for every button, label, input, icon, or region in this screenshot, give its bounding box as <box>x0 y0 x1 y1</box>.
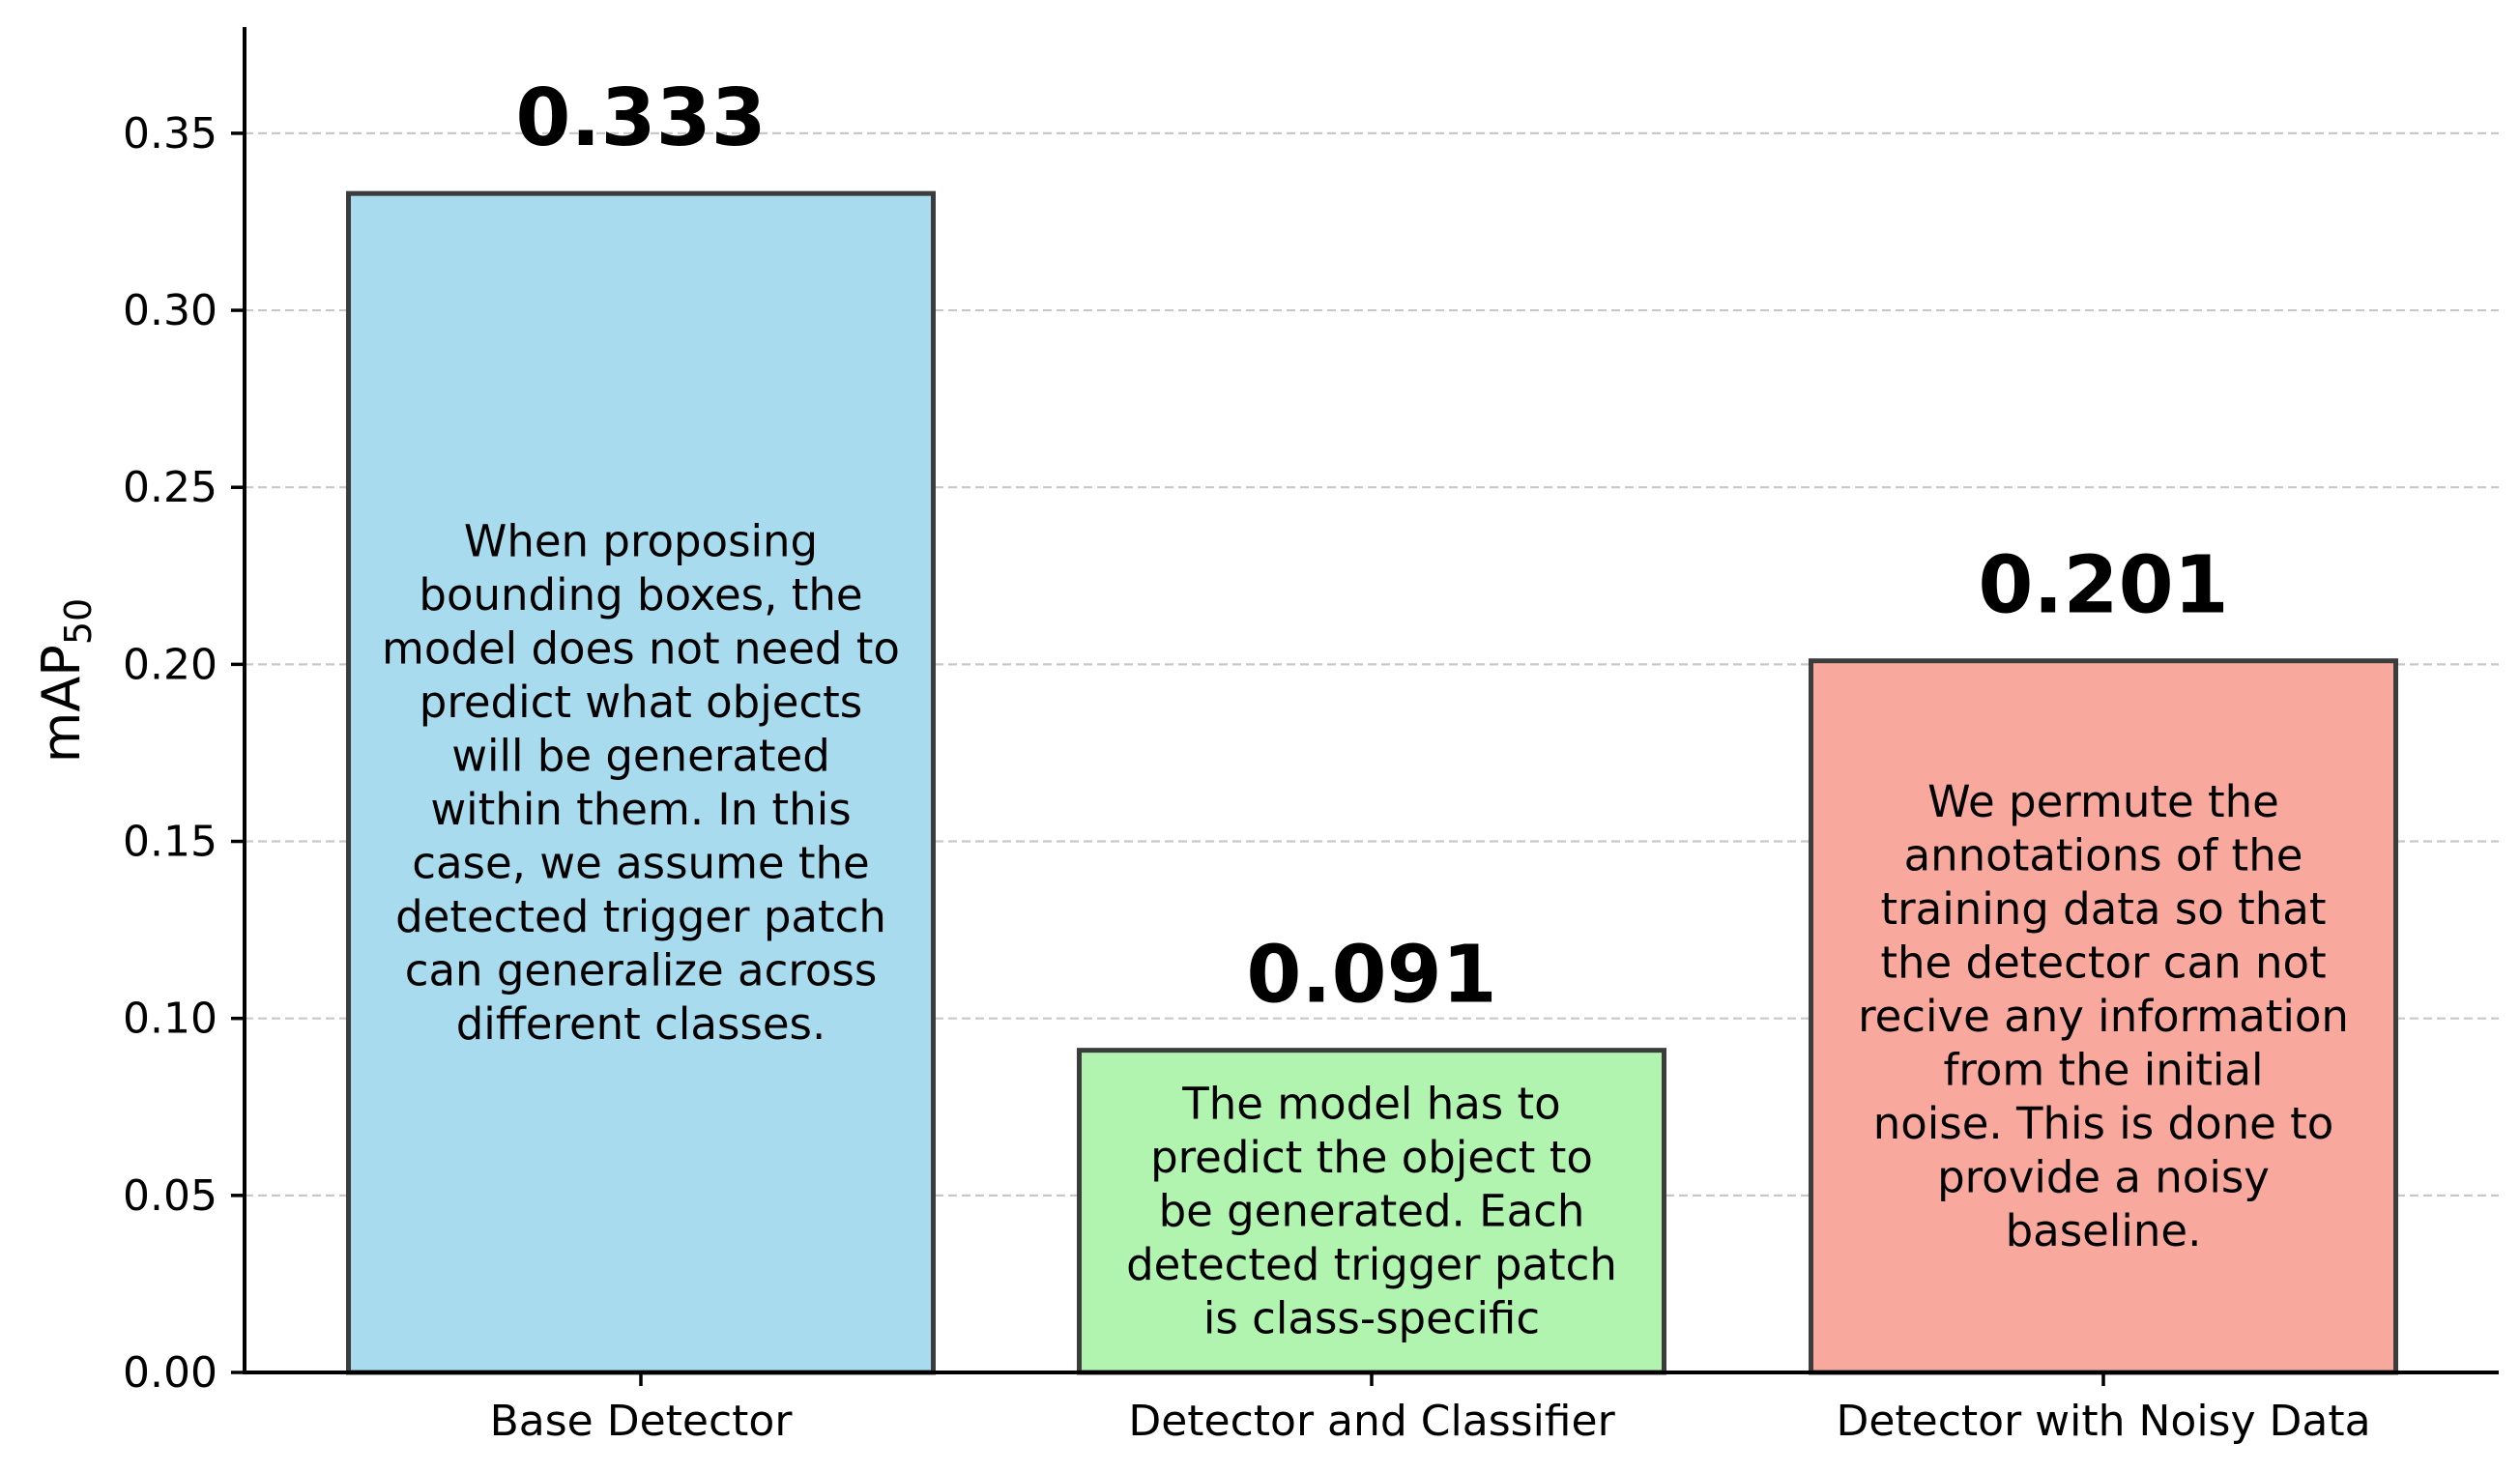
y-tick-label: 0.05 <box>123 1171 217 1221</box>
annotation-line: be generated. Each <box>1159 1185 1585 1236</box>
annotation-line: detected trigger patch <box>395 891 886 942</box>
y-tick-label: 0.25 <box>123 463 217 512</box>
y-axis-label-subscript: 50 <box>57 598 100 645</box>
bar-1 <box>346 190 936 1375</box>
value-label: 0.091 <box>1246 930 1496 1022</box>
annotation-line: predict what objects <box>420 677 862 728</box>
x-tick-label: Base Detector <box>490 1397 794 1446</box>
value-label: 0.201 <box>1978 540 2228 632</box>
x-ticks: Base Detector Detector and Classifier Dete… <box>490 1372 2371 1446</box>
annotation-line: The model has to <box>1181 1078 1560 1129</box>
y-ticks: 0.00 0.05 0.10 0.15 0.20 0.25 0.30 0.35 <box>123 109 245 1398</box>
y-tick-label: 0.20 <box>123 640 217 689</box>
annotation-line: will be generated <box>451 730 830 781</box>
annotation-line: When proposing <box>464 515 818 566</box>
annotation-line: predict the object to <box>1150 1132 1593 1183</box>
value-labels: 0.333 0.091 0.201 <box>515 72 2228 1021</box>
y-tick-label: 0.35 <box>123 109 217 159</box>
annotation-line: model does not need to <box>382 622 900 674</box>
annotation-line: from the initial <box>1944 1044 2264 1095</box>
annotation-line: within them. In this <box>430 784 851 835</box>
annotation-line: case, we assume the <box>412 837 870 888</box>
annotation-line: noise. This is done to <box>1873 1098 2334 1149</box>
annotation-line: bounding boxes, the <box>419 569 862 621</box>
annotation-line: We permute the <box>1927 776 2279 827</box>
y-tick-label: 0.00 <box>123 1348 217 1398</box>
x-tick-label: Detector and Classifier <box>1128 1397 1615 1446</box>
value-label: 0.333 <box>515 72 766 164</box>
annotation-line: baseline. <box>2006 1205 2202 1256</box>
bar-2 <box>1077 1048 1666 1375</box>
annotation-line: training data so that <box>1881 883 2327 935</box>
annotation-line: provide a noisy <box>1937 1151 2270 1202</box>
y-tick-label: 0.30 <box>123 286 217 335</box>
annotation-line: is class-specific <box>1203 1292 1540 1343</box>
annotation-line: recive any information <box>1858 991 2349 1042</box>
y-tick-label: 0.10 <box>123 995 217 1044</box>
y-axis-label-main: mAP <box>31 645 92 763</box>
annotation-line: annotations of the <box>1904 829 2303 880</box>
bar-3 <box>1809 658 2398 1375</box>
y-axis-label: mAP50 <box>31 598 100 763</box>
y-tick-label: 0.15 <box>123 818 217 867</box>
annotation-line: can generalize across <box>405 944 878 996</box>
annotation-line: detected trigger patch <box>1126 1239 1617 1290</box>
x-tick-label: Detector with Noisy Data <box>1836 1397 2370 1446</box>
annotation-line: different classes. <box>456 998 826 1050</box>
annotation-line: the detector can not <box>1880 937 2326 988</box>
bars <box>346 190 2398 1375</box>
